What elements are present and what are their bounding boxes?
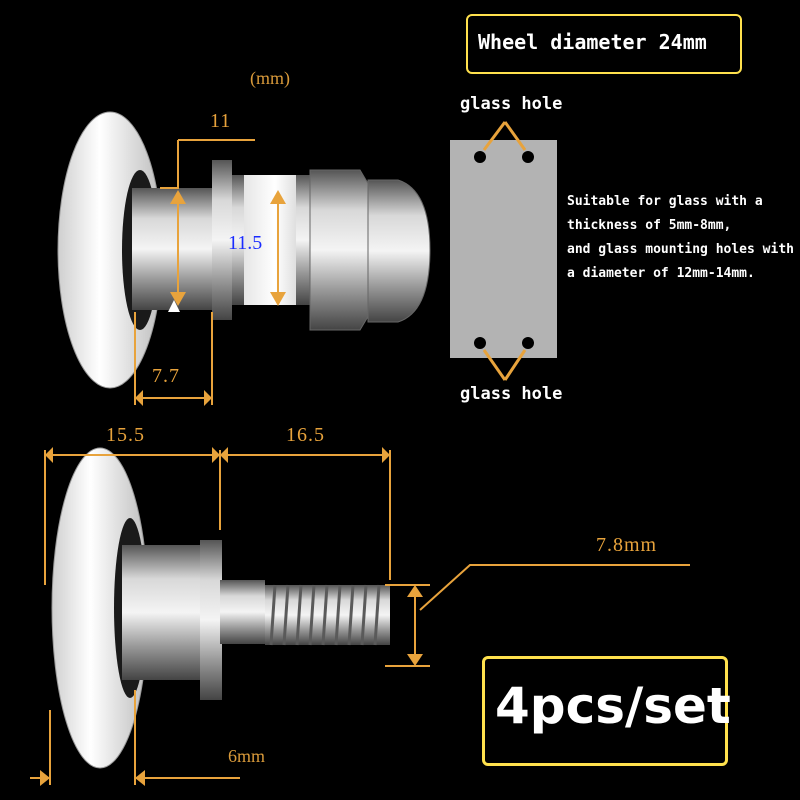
top-hex-nut — [309, 169, 373, 331]
bolt-threads — [269, 584, 381, 646]
dim-15-5: 15.5 — [106, 424, 145, 446]
glass-panel — [450, 140, 557, 358]
top-hub — [132, 188, 214, 310]
glass-hole-pointers — [482, 121, 527, 381]
top-roller — [57, 111, 431, 389]
glass-desc-line: thickness of 5mm-8mm, — [567, 218, 732, 233]
glass-description: Suitable for glass with a thickness of 5… — [567, 190, 794, 286]
wheel-diameter-text: Wheel diameter 24mm — [478, 30, 707, 54]
dim-7-8: 7.8mm — [596, 534, 658, 556]
bottom-washer — [200, 540, 222, 700]
dim-7-7: 7.7 — [152, 365, 180, 387]
glass-hole-top-label: glass hole — [460, 94, 563, 114]
top-dimension-lines — [134, 139, 279, 405]
dim-11-5: 11.5 — [228, 232, 263, 254]
bottom-roller — [51, 447, 390, 769]
pack-text: 4pcs/set — [495, 677, 731, 735]
bottom-shaft — [220, 580, 265, 644]
glass-desc-line: a diameter of 12mm-14mm. — [567, 266, 755, 281]
bottom-hub — [122, 545, 202, 680]
top-small-arrows — [168, 300, 180, 312]
dim-6: 6mm — [228, 746, 266, 766]
glass-hole-dot — [474, 151, 486, 163]
top-washer-2 — [232, 175, 244, 305]
glass-desc-line: and glass mounting holes with — [567, 242, 794, 257]
top-dome-nut — [367, 179, 431, 323]
pack-box: 4pcs/set — [482, 656, 731, 766]
top-washer-3 — [296, 175, 310, 305]
unit-label: (mm) — [250, 68, 290, 88]
glass-hole-dot — [522, 337, 534, 349]
bottom-dimension-arrows — [40, 447, 423, 786]
top-dimension-arrows — [135, 190, 286, 406]
glass-hole-bottom-label: glass hole — [460, 384, 563, 404]
glass-desc-line: Suitable for glass with a — [567, 194, 763, 209]
top-washer — [212, 160, 232, 320]
dim-16-5: 16.5 — [286, 424, 325, 446]
dim-11: 11 — [210, 110, 232, 132]
glass-hole-dot — [474, 337, 486, 349]
bottom-dimension-lines — [30, 450, 690, 785]
wheel-diameter-box: Wheel diameter 24mm — [466, 14, 742, 74]
glass-hole-dot — [522, 151, 534, 163]
